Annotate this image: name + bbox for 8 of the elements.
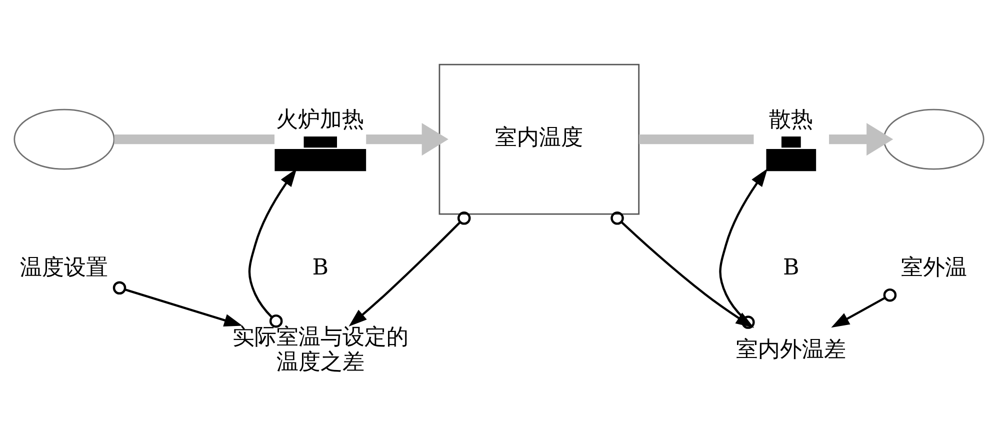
node-text: 温度设置 <box>20 254 108 281</box>
label: B <box>312 254 329 281</box>
node-label: 散热 <box>769 106 813 133</box>
node-text: 实际室温与设定的温度之差 <box>232 324 408 375</box>
label: B <box>783 254 800 281</box>
node-label: 火炉加热 <box>276 106 364 133</box>
node-text: 室外温 <box>900 254 967 281</box>
node-text: 室内外温差 <box>736 336 846 362</box>
